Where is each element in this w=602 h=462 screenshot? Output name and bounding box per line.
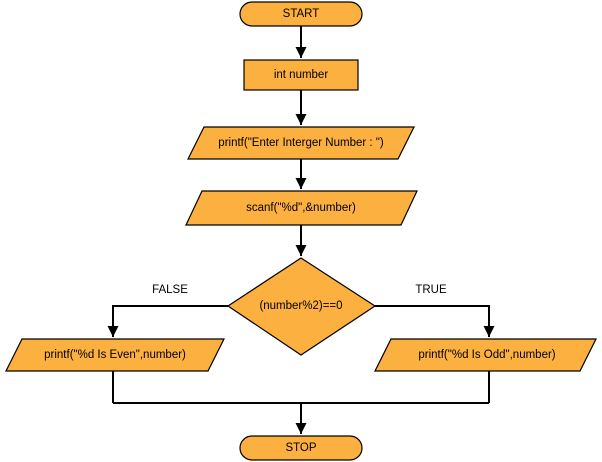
arrow-decision-false: [107, 305, 228, 337]
start-label: START: [283, 8, 320, 20]
odd-label: printf("%d Is Odd",number): [418, 349, 555, 361]
read-label: scanf("%d",&number): [246, 202, 356, 214]
start-node: START: [239, 1, 363, 27]
declare-node: int number: [243, 59, 359, 91]
even-node: printf("%d Is Even",number): [5, 338, 225, 372]
stop-terminator-shape: [239, 435, 363, 461]
decision-label: (number%2)==0: [259, 300, 342, 312]
decision-diamond-shape: [226, 257, 377, 356]
odd-io-shape: [374, 338, 597, 372]
false-branch-label: FALSE: [152, 284, 188, 296]
read-node: scanf("%d",&number): [185, 190, 418, 226]
prompt-label: printf("Enter Interger Number : "): [218, 137, 384, 149]
stop-label: STOP: [285, 442, 316, 454]
stop-node: STOP: [239, 435, 363, 461]
true-branch-label: TRUE: [415, 284, 447, 296]
connectors: [107, 26, 495, 434]
start-terminator-shape: [239, 1, 363, 27]
odd-node: printf("%d Is Odd",number): [374, 338, 597, 372]
arrow-decision-true: [375, 305, 495, 337]
prompt-node: printf("Enter Interger Number : "): [187, 126, 415, 160]
even-label: printf("%d Is Even",number): [44, 349, 186, 361]
declare-label: int number: [274, 69, 329, 81]
declare-process-shape: [243, 59, 359, 91]
even-io-shape: [5, 338, 225, 372]
prompt-io-shape: [187, 126, 415, 160]
decision-node: (number%2)==0: [226, 257, 377, 356]
read-io-shape: [185, 190, 418, 226]
